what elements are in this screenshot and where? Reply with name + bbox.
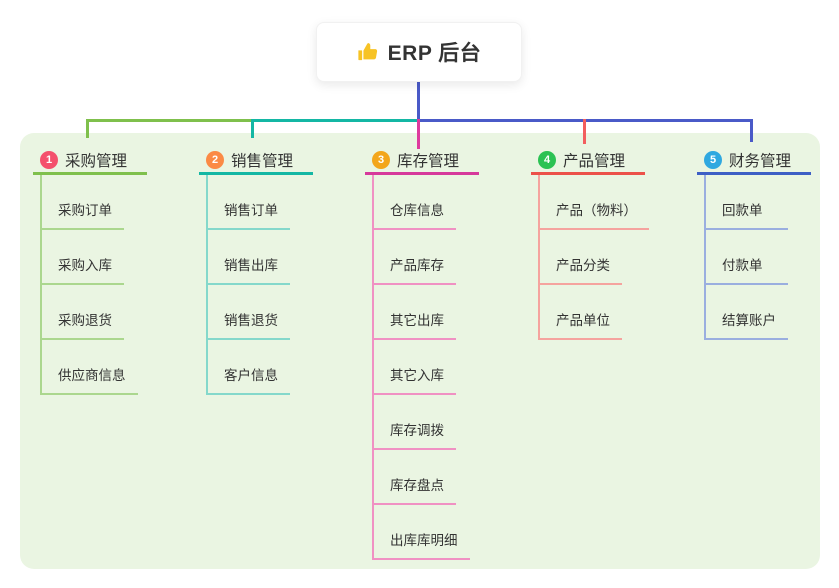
branch-stub-line-5 xyxy=(750,119,753,142)
branch-stub-line-1 xyxy=(86,119,89,138)
theme-panel xyxy=(20,133,820,569)
child-node[interactable]: 采购订单 xyxy=(40,175,124,230)
branch-badge-4: 4 xyxy=(538,150,556,169)
trunk-segment-left xyxy=(86,119,254,122)
child-list: 采购订单采购入库采购退货供应商信息 xyxy=(40,175,183,395)
branch-badge-1: 1 xyxy=(40,150,58,169)
branch-badge-2: 2 xyxy=(206,150,224,169)
child-node[interactable]: 销售退货 xyxy=(206,285,290,340)
child-list: 销售订单销售出库销售退货客户信息 xyxy=(206,175,349,395)
root-node[interactable]: ERP 后台 xyxy=(316,22,522,82)
branch-header-1[interactable]: 1 采购管理 xyxy=(33,147,147,175)
child-connector-line xyxy=(206,175,208,393)
branch-4: 4 产品管理产品（物料）产品分类产品单位 xyxy=(531,147,681,340)
branch-badge-3: 3 xyxy=(372,150,390,169)
child-list: 回款单付款单结算账户 xyxy=(704,175,839,340)
child-node[interactable]: 供应商信息 xyxy=(40,340,138,395)
child-node[interactable]: 产品单位 xyxy=(538,285,622,340)
branch-title: 产品管理 xyxy=(563,152,626,170)
branch-badge-5: 5 xyxy=(704,150,722,169)
branch-header-5[interactable]: 5 财务管理 xyxy=(697,147,811,175)
child-node[interactable]: 销售出库 xyxy=(206,230,290,285)
child-connector-line xyxy=(372,175,374,558)
child-node[interactable]: 产品分类 xyxy=(538,230,622,285)
child-node[interactable]: 产品（物料） xyxy=(538,175,649,230)
root-title: ERP 后台 xyxy=(387,42,482,65)
thumbs-up-icon xyxy=(357,41,379,63)
branch-stub-line-3 xyxy=(417,119,420,149)
child-connector-line xyxy=(538,175,540,338)
child-node[interactable]: 客户信息 xyxy=(206,340,290,395)
child-node[interactable]: 采购入库 xyxy=(40,230,124,285)
branch-1: 1 采购管理采购订单采购入库采购退货供应商信息 xyxy=(33,147,183,395)
branch-stub-line-4 xyxy=(583,119,586,144)
child-list: 产品（物料）产品分类产品单位 xyxy=(538,175,681,340)
child-node[interactable]: 其它入库 xyxy=(372,340,456,395)
branch-header-3[interactable]: 3 库存管理 xyxy=(365,147,479,175)
child-node[interactable]: 库存调拨 xyxy=(372,395,456,450)
child-node[interactable]: 付款单 xyxy=(704,230,788,285)
branch-title: 财务管理 xyxy=(729,152,792,170)
branch-header-4[interactable]: 4 产品管理 xyxy=(531,147,645,175)
branch-header-2[interactable]: 2 销售管理 xyxy=(199,147,313,175)
child-node[interactable]: 库存盘点 xyxy=(372,450,456,505)
child-node[interactable]: 回款单 xyxy=(704,175,788,230)
branch-title: 销售管理 xyxy=(231,152,294,170)
child-node[interactable]: 产品库存 xyxy=(372,230,456,285)
branch-3: 3 库存管理仓库信息产品库存其它出库其它入库库存调拨库存盘点出库库明细 xyxy=(365,147,515,560)
branch-title: 采购管理 xyxy=(65,152,128,170)
branch-2: 2 销售管理销售订单销售出库销售退货客户信息 xyxy=(199,147,349,395)
trunk-segment-mid xyxy=(251,119,419,122)
root-stem-line xyxy=(417,82,420,122)
child-node[interactable]: 其它出库 xyxy=(372,285,456,340)
child-node[interactable]: 仓库信息 xyxy=(372,175,456,230)
branch-stub-line-2 xyxy=(251,119,254,138)
child-connector-line xyxy=(704,175,706,338)
child-node[interactable]: 采购退货 xyxy=(40,285,124,340)
child-list: 仓库信息产品库存其它出库其它入库库存调拨库存盘点出库库明细 xyxy=(372,175,515,560)
child-node[interactable]: 出库库明细 xyxy=(372,505,470,560)
child-connector-line xyxy=(40,175,42,393)
branch-title: 库存管理 xyxy=(397,152,460,170)
child-node[interactable]: 销售订单 xyxy=(206,175,290,230)
branch-5: 5 财务管理回款单付款单结算账户 xyxy=(697,147,839,340)
child-node[interactable]: 结算账户 xyxy=(704,285,788,340)
